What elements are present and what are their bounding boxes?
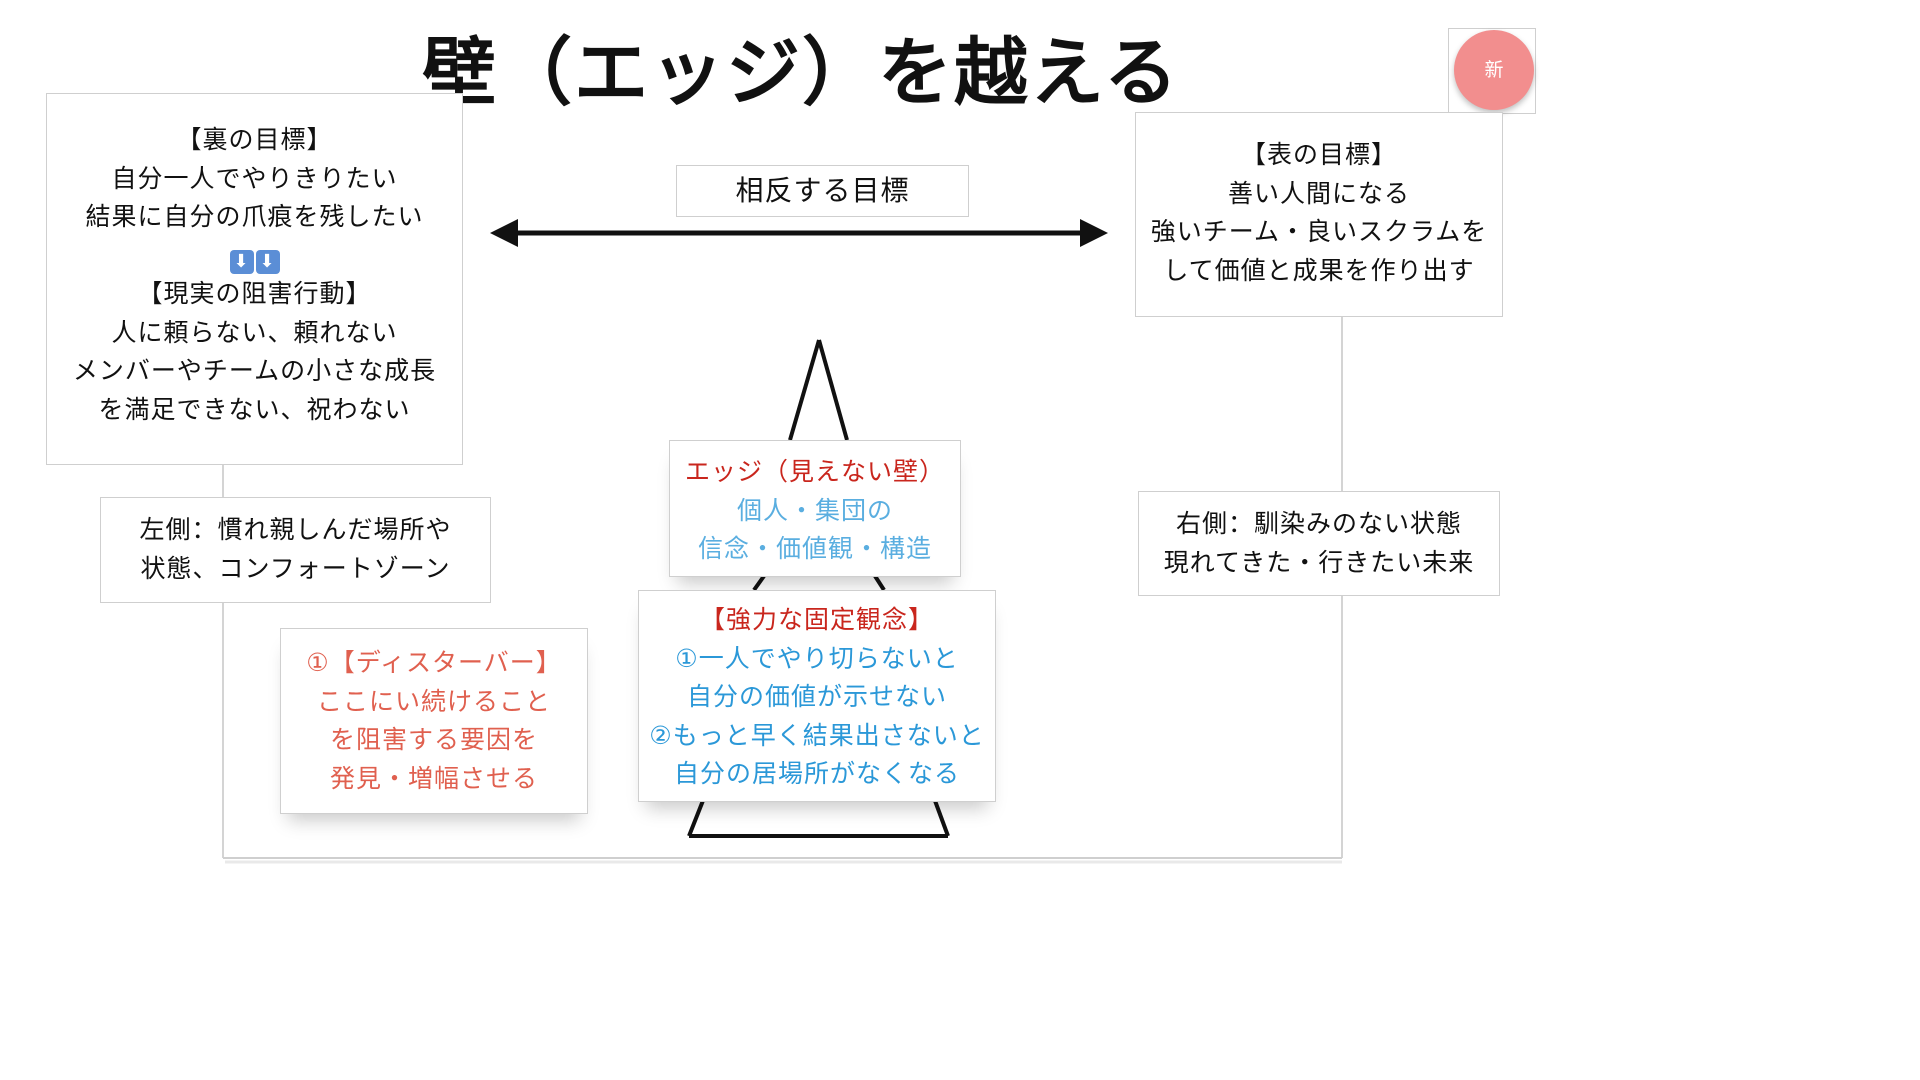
- right-side-line: 現れてきた・行きたい未来: [1163, 547, 1475, 577]
- fixed-idea-line: 自分の居場所がなくなる: [673, 759, 960, 788]
- edge-heading: エッジ（見えない壁）: [684, 457, 945, 486]
- diagram-lines: [222, 219, 1343, 864]
- new-badge[interactable]: 新: [1454, 30, 1534, 110]
- obstructive-action-line: 人に頼らない、頼れない: [111, 317, 398, 347]
- surface-goal-line: 強いチーム・良いスクラムを: [1150, 217, 1488, 246]
- page-title: 壁（エッジ）を越える: [422, 30, 1180, 116]
- disturber-line: 発見・増幅させる: [329, 763, 538, 793]
- center-label: 相反する目標: [735, 174, 910, 207]
- down-arrows: ⬇⬇: [47, 237, 462, 276]
- hidden-goal-box: 【裏の目標】 自分一人でやりきりたい 結果に自分の爪痕を残したい ⬇⬇ 【現実の…: [46, 93, 463, 465]
- left-side-line: 左側：慣れ親しんだ場所や: [139, 515, 452, 544]
- disturber-line: ここにい続けること: [316, 686, 551, 716]
- wall-triangle: [687, 339, 950, 838]
- surface-goal-heading: 【表の目標】: [1240, 140, 1397, 169]
- fixed-idea-box: 【強力な固定観念】 ①一人でやり切らないと 自分の価値が示せない ②もっと早く結…: [638, 590, 996, 802]
- disturber-line: を阻害する要因を: [329, 725, 538, 754]
- surface-goal-line: して価値と成果を作り出す: [1163, 255, 1475, 285]
- obstructive-action-line: メンバーやチームの小さな成長: [72, 356, 437, 385]
- surface-goal-box: 【表の目標】 善い人間になる 強いチーム・良いスクラムを して価値と成果を作り出…: [1135, 112, 1503, 317]
- obstructive-action-heading: 【現実の阻害行動】: [137, 279, 372, 308]
- left-side-box: 左側：慣れ親しんだ場所や 状態、コンフォートゾーン: [100, 497, 491, 603]
- fixed-idea-heading: 【強力な固定観念】: [699, 605, 934, 634]
- edge-line: 個人・集団の: [736, 495, 893, 525]
- left-side-line: 状態、コンフォートゾーン: [140, 553, 451, 583]
- disturber-box: ①【ディスターバー】 ここにい続けること を阻害する要因を 発見・増幅させる: [280, 628, 588, 814]
- edge-box: エッジ（見えない壁） 個人・集団の 信念・価値観・構造: [669, 440, 961, 577]
- center-label-box: 相反する目標: [676, 165, 969, 217]
- hidden-goal-line: 結果に自分の爪痕を残したい: [85, 202, 424, 231]
- hidden-goal-heading: 【裏の目標】: [176, 125, 333, 154]
- down-arrow-icon: ⬇: [229, 249, 254, 274]
- fixed-idea-line: ②もっと早く結果出さないと: [649, 720, 985, 750]
- double-arrow: [490, 219, 1108, 247]
- down-arrow-icon: ⬇: [255, 249, 280, 274]
- fixed-idea-line: 自分の価値が示せない: [686, 682, 947, 711]
- fixed-idea-line: ①一人でやり切らないと: [675, 643, 959, 673]
- right-side-line: 右側：馴染みのない状態: [1175, 509, 1462, 538]
- right-side-box: 右側：馴染みのない状態 現れてきた・行きたい未来: [1138, 491, 1500, 596]
- obstructive-action-line: を満足できない、祝わない: [98, 394, 411, 424]
- edge-line: 信念・価値観・構造: [697, 534, 932, 563]
- disturber-heading: ①【ディスターバー】: [306, 648, 562, 677]
- surface-goal-line: 善い人間になる: [1227, 178, 1410, 208]
- hidden-goal-line: 自分一人でやりきりたい: [111, 163, 398, 193]
